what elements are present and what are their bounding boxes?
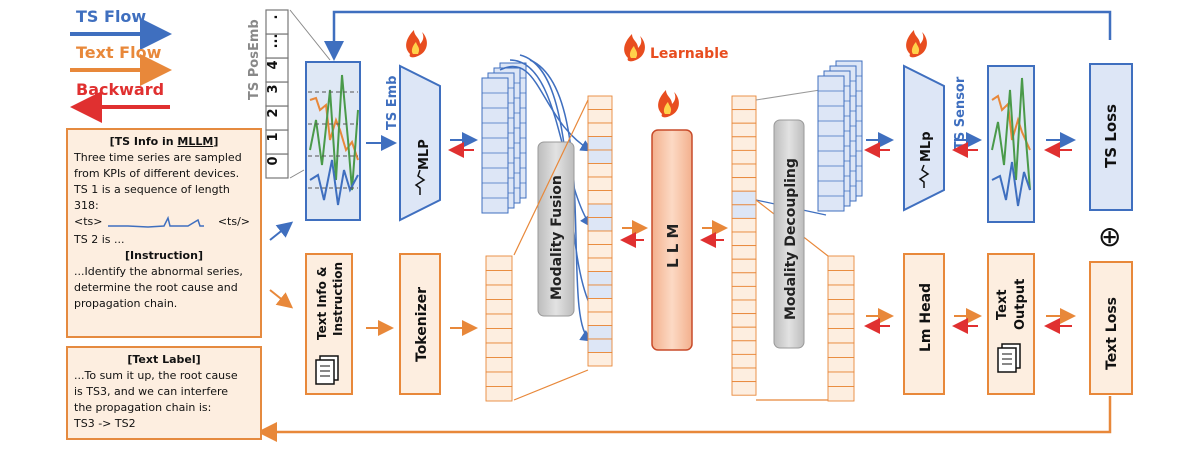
llm-label: L L M (664, 224, 682, 269)
ts-loss-label: TS Loss (1102, 104, 1120, 168)
ts-emb-label: TS Emb (385, 76, 400, 131)
text-output-token-column (827, 255, 855, 402)
learnable-label: Learnable (650, 46, 729, 62)
inline-series-icon (108, 216, 204, 228)
ts-embedding-stack (481, 62, 527, 214)
ts-posemb: TS PosEmb 0 1 2 3 4.... (247, 9, 331, 179)
flame-icon (658, 90, 679, 118)
text-info-line2: Instruction (331, 262, 345, 336)
modality-decoupling: Modality Decoupling (773, 119, 805, 349)
text-label-title: [Text Label] (127, 353, 201, 366)
legend-ts-flow: TS Flow (76, 7, 146, 26)
text-loss-label: Text Loss (1104, 297, 1120, 370)
text-label-line: ...To sum it up, the root cause (74, 369, 238, 382)
fused-token-column (587, 95, 613, 367)
text-output-line2: Output (1013, 279, 1028, 330)
ts-loss-box: TS Loss (1089, 63, 1133, 211)
ts-info-line: 318: (74, 199, 99, 212)
text-loss-box: Text Loss (1089, 261, 1133, 395)
ts-info-title: [TS Info in MLLM] (109, 135, 219, 148)
tokenizer-label: Tokenizer (414, 287, 430, 362)
legend: TS Flow Text Flow Backward (70, 7, 172, 123)
feedback-loop-arrow-top (324, 10, 1112, 61)
ts-input-plot (305, 61, 361, 221)
ts-sensor-label: TS Sensor (953, 76, 968, 150)
legend-backward: Backward (76, 80, 164, 99)
ts-output-stack (817, 60, 863, 212)
ts-posemb-cells: 0 1 2 3 4.... (265, 9, 289, 179)
ts-posemb-label: TS PosEmb (247, 19, 262, 100)
ts-output-plot (987, 65, 1035, 223)
ts-sensor-mlp: TS Sensor MLp (903, 30, 968, 212)
ts-emb-mlp-text: MLP (417, 139, 432, 170)
posemb-cell-label: . (266, 15, 281, 20)
lm-head-box: Lm Head (903, 253, 945, 395)
posemb-cell (265, 9, 289, 35)
flame-icon (624, 34, 645, 62)
text-output-box: Text Output (987, 253, 1035, 395)
posemb-cell-label: 3 (266, 84, 281, 93)
feedback-loop-arrow-bottom (257, 396, 1112, 442)
ts-sensor-mlp-text: MLp (919, 131, 934, 162)
ts-info-line: TS 1 is a sequence of length (74, 183, 230, 196)
ts-inline-row: <ts> <ts/> (74, 214, 254, 232)
ts-close-tag: <ts/> (217, 215, 250, 228)
ts-info-line: from KPIs of different devices. (74, 167, 240, 180)
document-icon (315, 355, 339, 385)
ts-emb-mlp: TS Emb MLP (385, 30, 441, 222)
posemb-cell-label: 0 (266, 156, 281, 165)
document-icon (997, 343, 1021, 373)
instruction-line: propagation chain. (74, 297, 178, 310)
text-label-box: [Text Label] ...To sum it up, the root c… (66, 346, 262, 440)
text-info-instruction-box: Text Info & Instruction (305, 253, 353, 395)
llm-output-column (731, 95, 757, 396)
text-token-column (485, 255, 513, 402)
text-output-line1: Text (995, 289, 1010, 320)
legend-text-flow: Text Flow (76, 43, 162, 62)
ts2-line: TS 2 is ... (74, 233, 125, 246)
text-label-line: TS3 -> TS2 (74, 417, 136, 430)
plus-symbol: ⊕ (1098, 220, 1121, 253)
llm-block: L L M (651, 90, 693, 351)
ts-open-tag: <ts> (74, 215, 103, 228)
lm-head-label: Lm Head (918, 283, 934, 352)
learnable-indicator: Learnable (624, 34, 729, 62)
posemb-cell-label: 1 (266, 132, 281, 141)
text-info-line1: Text Info & (315, 267, 329, 341)
instruction-line: determine the root cause and (74, 281, 238, 294)
tokenizer-box: Tokenizer (399, 253, 441, 395)
posemb-cell-label: 2 (266, 108, 281, 117)
text-label-line: is TS3, and we can interfere (74, 385, 229, 398)
modality-fusion-label: Modality Fusion (549, 175, 565, 300)
flame-icon (406, 30, 427, 58)
ts-info-line: Three time series are sampled (74, 151, 242, 164)
posemb-cell-label: ... (266, 34, 281, 49)
flame-icon (906, 30, 927, 58)
instruction-title: [Instruction] (125, 249, 203, 262)
instruction-line: ...Identify the abnormal series, (74, 265, 243, 278)
modality-decoupling-label: Modality Decoupling (783, 158, 799, 320)
ts-info-box: [TS Info in MLLM] Three time series are … (66, 128, 262, 338)
text-label-line: the propagation chain is: (74, 401, 212, 414)
posemb-cell-label: 4 (266, 60, 281, 69)
